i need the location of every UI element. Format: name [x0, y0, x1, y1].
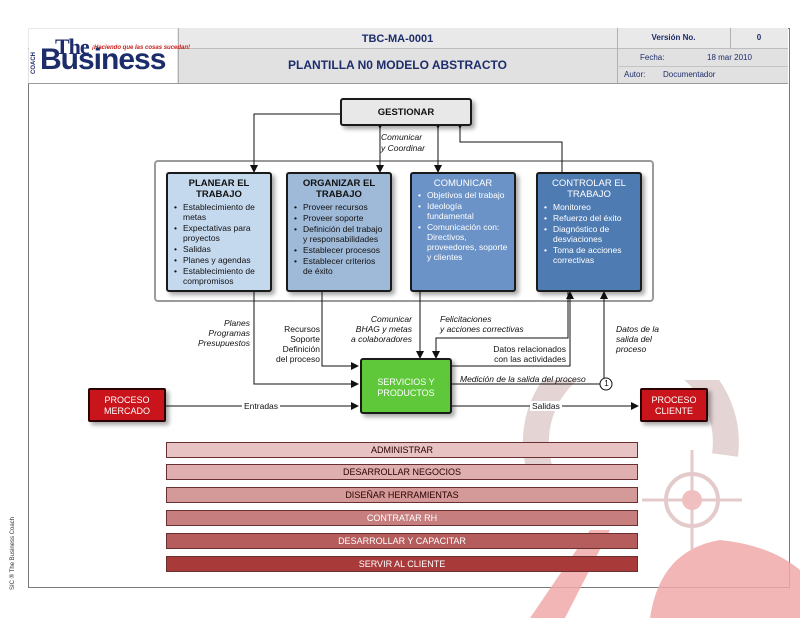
center-label: PRODUCTOS	[377, 388, 435, 398]
header-divider	[617, 28, 618, 83]
watermark-logo	[522, 380, 800, 618]
list-item: Proveer recursos	[294, 202, 386, 212]
list-item: Proveer soporte	[294, 213, 386, 223]
list-item: Toma de acciones correctivas	[544, 245, 636, 265]
doc-code: TBC-MA-0001	[361, 33, 434, 45]
label-datos-salida: salida del	[616, 334, 652, 344]
header-divider	[178, 28, 179, 83]
logo-area	[29, 29, 177, 83]
label-recursos: Recursos	[284, 324, 320, 334]
process-bar-administrar: ADMINISTRAR	[166, 442, 638, 458]
red-box-label: PROCESO	[651, 395, 697, 405]
logo-business: Business	[40, 43, 166, 76]
column-title: COMUNICAR	[433, 178, 493, 189]
list-item: Planes y agendas	[174, 255, 266, 265]
process-bar-contratar-rh: CONTRATAR RH	[166, 510, 638, 526]
list-item: Establecimiento de metas	[174, 202, 266, 222]
date-value: 18 mar 2010	[707, 53, 752, 62]
red-box-label: MERCADO	[103, 406, 150, 416]
header-divider	[617, 66, 788, 67]
column-controlar: CONTROLAR EL TRABAJO Monitoreo Refuerzo …	[536, 172, 642, 292]
label-recursos: Definición	[282, 344, 320, 354]
label-datos-salida: Datos de la	[616, 324, 659, 334]
list-item: Salidas	[174, 244, 266, 254]
column-list: Proveer recursos Proveer soporte Definic…	[294, 202, 386, 277]
label-medicion: Medición de la salida del proceso	[460, 374, 586, 384]
column-planear: PLANEAR EL TRABAJO Establecimiento de me…	[166, 172, 272, 292]
list-item: Definición del trabajo y responsabilidad…	[294, 224, 386, 244]
header-divider	[730, 28, 731, 48]
label-planes: Presupuestos	[198, 338, 250, 348]
label-recursos: Soporte	[290, 334, 320, 344]
column-title: ORGANIZAR EL	[302, 178, 376, 189]
process-bar-servir-cliente: SERVIR AL CLIENTE	[166, 556, 638, 572]
gestionar-label: GESTIONAR	[377, 107, 435, 118]
proceso-mercado-box: PROCESO MERCADO	[88, 388, 166, 422]
label-salidas: Salidas	[530, 401, 562, 411]
column-comunicar: COMUNICAR Objetivos del trabajo Ideologí…	[410, 172, 516, 292]
servicios-productos-box: SERVICIOS Y PRODUCTOS	[360, 358, 452, 414]
proceso-cliente-box: PROCESO CLIENTE	[640, 388, 708, 422]
gestionar-box: GESTIONAR	[340, 98, 472, 126]
label-comunicar-bhag: Comunicar	[370, 314, 412, 324]
label-comunicar-bhag: a colaboradores	[351, 334, 412, 344]
red-box-label: PROCESO	[104, 395, 150, 405]
logo-the: The	[55, 34, 90, 59]
label-planes: Planes	[224, 318, 250, 328]
date-label: Fecha:	[640, 53, 665, 62]
side-credit: SIC ® The Business Coach	[10, 516, 16, 590]
column-list: Establecimiento de metas Expectativas pa…	[174, 202, 266, 287]
label-comunicar-bhag: BHAG y metas	[355, 324, 412, 334]
label-datos-relacionados: con las actividades	[494, 354, 566, 364]
connector-number: 1	[604, 379, 609, 388]
label-felicitaciones: Felicitaciones	[440, 314, 492, 324]
center-label: SERVICIOS Y	[377, 377, 435, 387]
list-item: Monitoreo	[544, 202, 636, 212]
label-recursos: del proceso	[276, 354, 320, 364]
logo-tagline: ¡Haciendo que las cosas sucedan!	[92, 45, 191, 51]
column-title: TRABAJO	[196, 189, 242, 200]
list-item: Diagnóstico de desviaciones	[544, 224, 636, 244]
version-value: 0	[756, 33, 762, 42]
label-entradas: Entradas	[242, 401, 281, 411]
column-title: TRABAJO	[567, 189, 611, 200]
column-organizar: ORGANIZAR EL TRABAJO Proveer recursos Pr…	[286, 172, 392, 292]
label-datos-relacionados: Datos relacionados	[493, 344, 566, 354]
list-item: Establecimiento de compromisos	[174, 266, 266, 286]
red-box-label: CLIENTE	[654, 406, 693, 416]
page-title: PLANTILLA N0 MODELO ABSTRACTO	[288, 58, 507, 72]
label-comunicar-line1: Comunicar	[381, 132, 423, 142]
list-item: Establecer procesos	[294, 245, 386, 255]
column-title: TRABAJO	[316, 189, 362, 200]
process-bar-desarrollar-negocios: DESARROLLAR NEGOCIOS	[166, 464, 638, 480]
list-item: Establecer criterios de éxito	[294, 256, 386, 276]
label-comunicar-line2: y Coordinar	[381, 143, 425, 153]
column-title: PLANEAR EL	[188, 178, 250, 189]
label-planes: Programas	[208, 328, 250, 338]
header-row-top	[28, 28, 788, 49]
column-title: CONTROLAR EL	[552, 178, 626, 189]
list-item: Comunicación con: Directivos, proveedore…	[418, 222, 510, 262]
column-list: Monitoreo Refuerzo del éxito Diagnóstico…	[544, 202, 636, 266]
process-bar-desarrollar-capacitar: DESARROLLAR Y CAPACITAR	[166, 533, 638, 549]
label-datos-salida: proceso	[616, 344, 647, 354]
column-list: Objetivos del trabajo Ideología fundamen…	[418, 190, 510, 263]
label-felicitaciones: y acciones correctivas	[440, 324, 524, 334]
list-item: Objetivos del trabajo	[418, 190, 510, 200]
author-value: Documentador	[663, 70, 716, 79]
author-label: Autor:	[624, 70, 646, 79]
list-item: Refuerzo del éxito	[544, 213, 636, 223]
process-bar-disenar-herramientas: DISEÑAR HERRAMIENTAS	[166, 487, 638, 503]
list-item: Ideología fundamental	[418, 201, 510, 221]
list-item: Expectativas para proyectos	[174, 223, 266, 243]
version-label: Versión No.	[651, 33, 696, 42]
